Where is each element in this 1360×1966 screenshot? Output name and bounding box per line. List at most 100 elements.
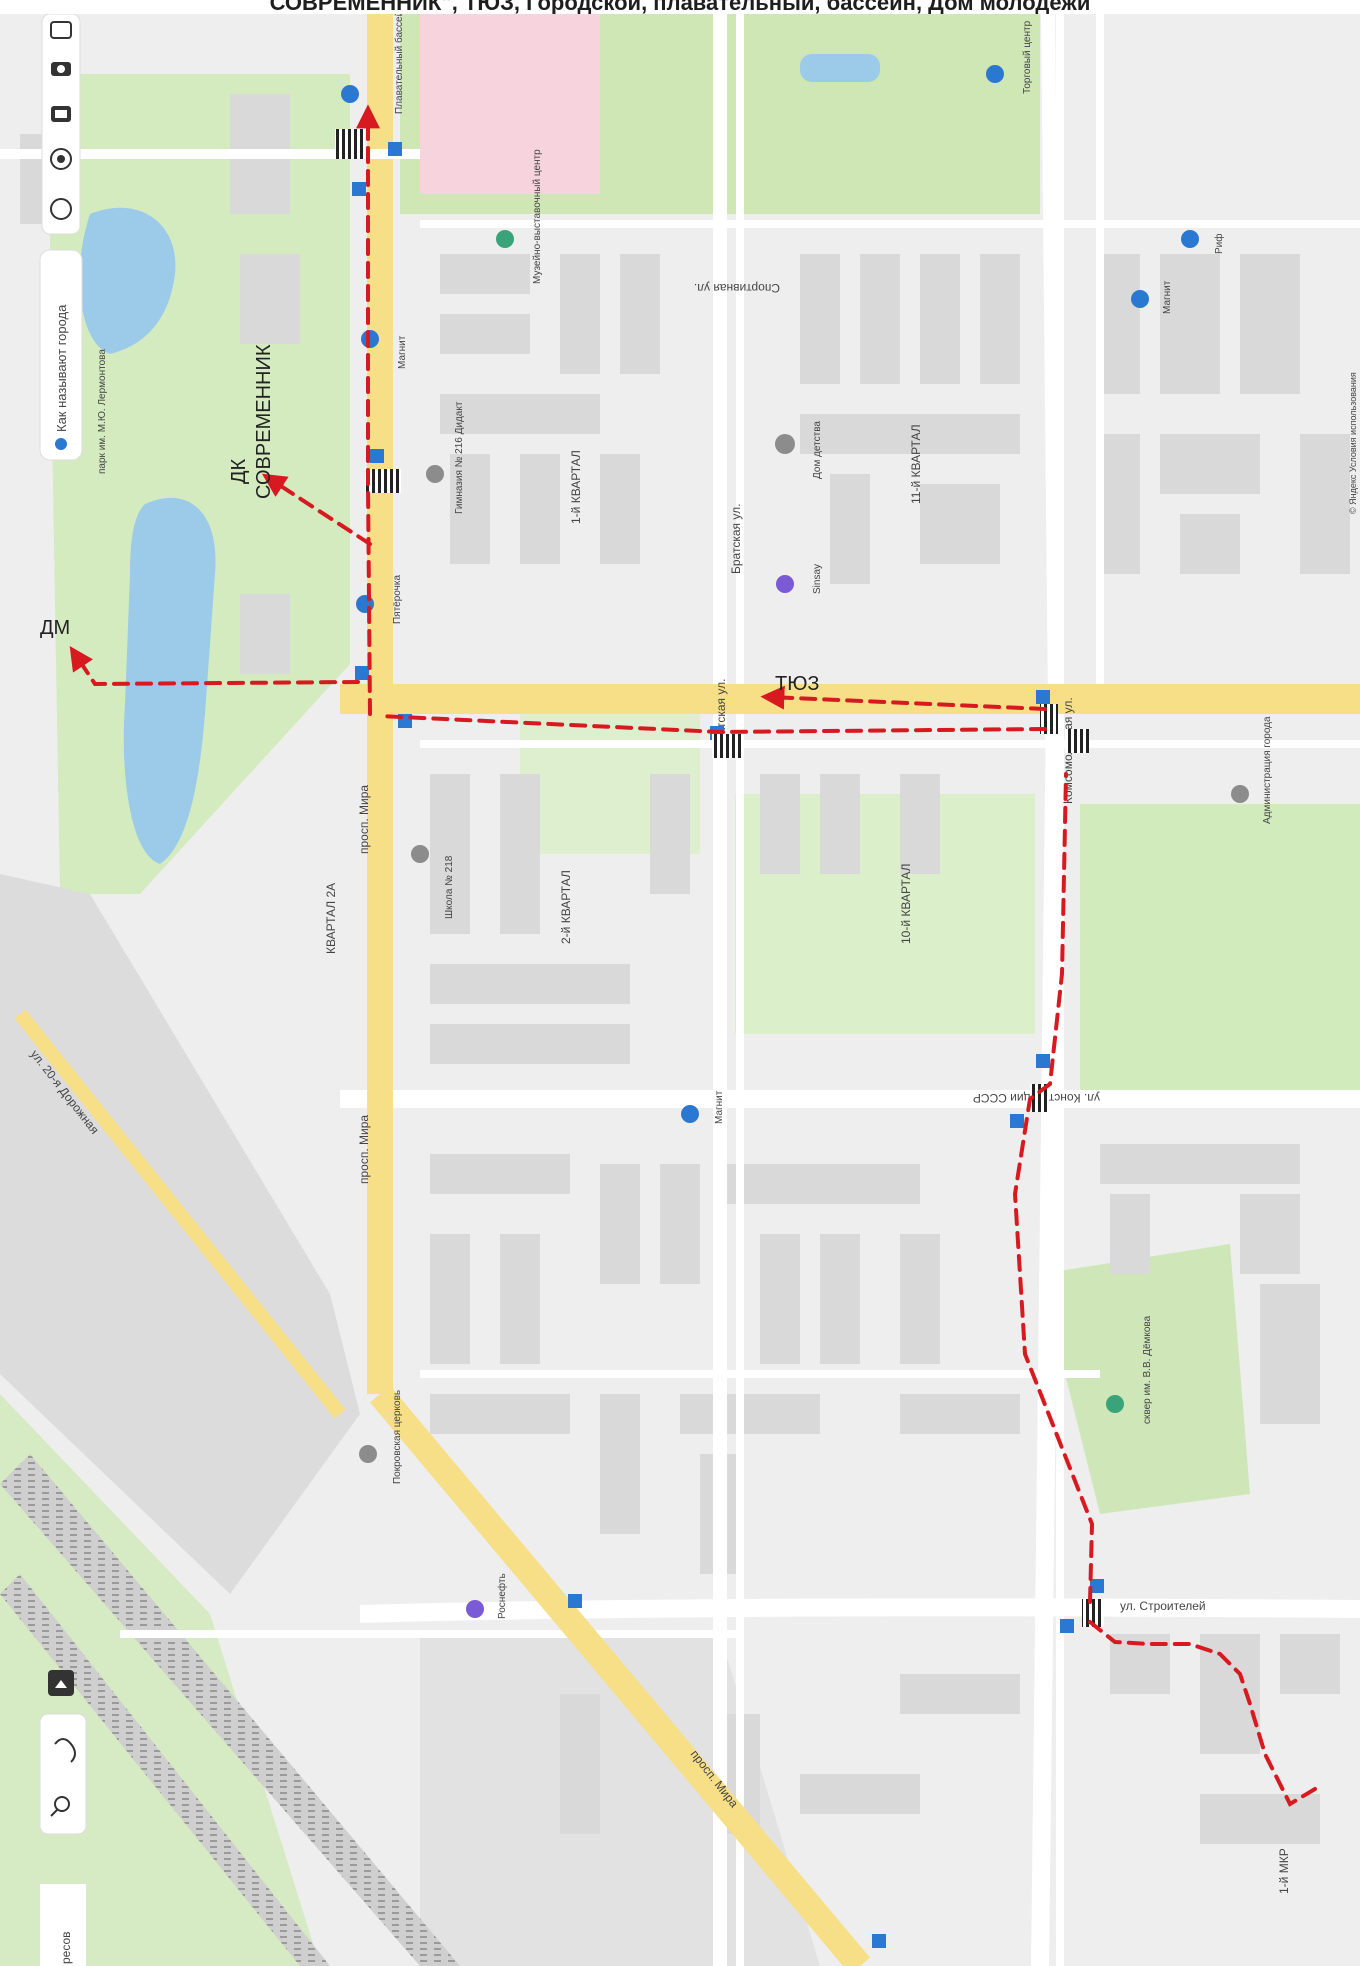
demkov-square [1040,1244,1250,1514]
rif-label: Риф [1213,234,1225,254]
childrens-house-pin[interactable]: Дом детства [775,421,823,479]
address-panel [40,1884,86,1966]
street-stroiteley: ул. Строителей [1120,1599,1206,1613]
square-pin[interactable]: сквер им. В.В. Дёмкова [1106,1315,1153,1424]
pond-north [79,207,176,354]
museum-pin[interactable]: Музейно-выставочный центр [496,149,543,284]
bus-stops [352,142,1104,1948]
rosneft-pin[interactable]: Роснефть [466,1573,508,1619]
ruler-icon[interactable] [50,198,72,220]
museum-label: Музейно-выставочный центр [532,149,543,284]
route-segment-stroiteley-north [1012,772,1095,1604]
hospital-zone [420,14,600,194]
bus-stop-icon[interactable] [1010,1114,1024,1128]
buildings [20,94,1350,1844]
admin-label: Администрация города [1262,716,1273,824]
route-dk [261,473,372,546]
magnit-mid-pin[interactable]: Магнит [681,1090,725,1124]
admin-square-park [1080,804,1360,1104]
route-segment-south [1088,1620,1317,1807]
crosswalk-stroiteley [1082,1599,1104,1627]
magnit-top-label: Магнит [397,335,408,369]
mall-pin[interactable]: Торговый центр [986,20,1033,94]
street-mira-1: просп. Мира [357,785,371,854]
kvartal-11-label: 11-й КВАРТАЛ [909,424,923,504]
gymnasium-pin[interactable]: Гимназия № 216 Дидакт [426,401,465,514]
bus-stop-icon[interactable] [568,1594,582,1608]
kvartal-2-label: 2-й КВАРТАЛ [559,870,573,944]
magnit-mid-label: Магнит [714,1090,725,1124]
church-label: Покровская церковь [392,1390,403,1484]
bottom-controls[interactable]: ресов [39,1670,87,1966]
crosswalks [335,129,1104,1627]
attribution-text: © Яндекс Условия использования [1348,372,1358,514]
bus-stop-icon[interactable] [355,666,369,680]
rif-pin[interactable]: Риф [1181,230,1225,254]
city-hint-text: Как называют города [54,304,69,432]
square-label: сквер им. В.В. Дёмкова [1142,1315,1153,1424]
label-sovremennik: СОВРЕМЕННИК [253,344,275,499]
route-tyuz [760,685,1047,711]
admin-pin[interactable]: Администрация города [1231,716,1273,824]
route-icon[interactable] [54,1738,76,1763]
kvartal-10-label: 10-й КВАРТАЛ [899,863,913,944]
layers-icon[interactable] [50,21,72,39]
pool-label: Плавательный бассейн [393,14,405,114]
bus-stop-icon[interactable] [352,182,366,196]
street-bratskaya-1: Братская ул. [729,504,743,574]
pond-top [800,54,880,82]
sinsay-pin[interactable]: Sinsay [776,564,823,594]
bus-stop-icon[interactable] [1060,1619,1074,1633]
school-label: Школа № 218 [444,855,455,919]
map-caption-strip: СОВРЕМЕННИК", ТЮЗ, Городской, плавательн… [0,0,1360,14]
magnit-bottom-label: Магнит [1162,280,1173,314]
map-caption: СОВРЕМЕННИК", ТЮЗ, Городской, плавательн… [269,0,1091,14]
traffic-icon[interactable] [50,148,72,170]
pyaterochka-label: Пятёрочка [392,575,403,624]
destination-labels: ДК СОВРЕМЕННИК ДМ ТЮЗ [40,344,820,695]
bus-stop-icon[interactable] [1036,690,1050,704]
address-fragment: ресов [59,1931,73,1964]
school-pin[interactable]: Школа № 218 [411,845,455,919]
church-pin[interactable]: Покровская церковь [359,1390,403,1484]
magnit-bottom-pin[interactable]: Магнит [1131,280,1173,314]
city-hint-chip[interactable]: Как называют города [39,249,83,461]
crosswalk-mira [365,469,401,493]
route-segment-komsomolskaya-west [378,714,1047,735]
search-icon[interactable] [50,1796,70,1817]
crosswalk-bratskaya [712,734,742,758]
childrens-house-label: Дом детства [812,421,823,479]
pond-lermontov [123,497,216,864]
water-bodies [79,54,880,864]
crosswalk-komsomolskaya-2 [1065,729,1089,753]
control-panel [39,1713,87,1835]
kvartal-1-label: 1-й КВАРТАЛ [569,450,583,524]
label-dk: ДК [228,458,250,484]
chevron-up-icon[interactable] [48,1670,74,1696]
railway [0,1454,460,1966]
bus-stop-icon[interactable] [1090,1579,1104,1593]
kvartal-2a-label: КВАРТАЛ 2А [324,883,338,954]
bus-stop-icon[interactable] [388,142,402,156]
map-canvas[interactable]: просп. Мира просп. Мира просп. Мира Брат… [0,14,1360,1966]
route-dm [69,646,360,687]
city-map[interactable]: просп. Мира просп. Мира просп. Мира Брат… [0,14,1360,1966]
label-tyuz: ТЮЗ [775,673,820,695]
bus-stop-icon[interactable] [872,1934,886,1948]
bus-stop-icon[interactable] [1036,1054,1050,1068]
panorama-icon[interactable] [51,106,71,122]
rosneft-label: Роснефть [496,1573,508,1619]
pool-pin[interactable]: Плавательный бассейн [341,14,405,114]
gymnasium-label: Гимназия № 216 Дидакт [454,401,465,514]
walking-route [69,104,1317,1807]
route-mira-north [356,104,380,716]
mall-label: Торговый центр [1022,20,1033,94]
camera-icon[interactable] [51,62,71,76]
bus-stop-icon[interactable] [370,449,384,463]
map-toolbar[interactable] [41,14,81,235]
label-dm: ДМ [40,617,70,639]
crosswalk-pool [335,129,365,159]
street-sportivnaya: Спортивная ул. [694,281,780,295]
lermontov-park-label: парк им. М.Ю. Лермонтова [97,349,108,474]
industrial-zone [0,874,360,1594]
